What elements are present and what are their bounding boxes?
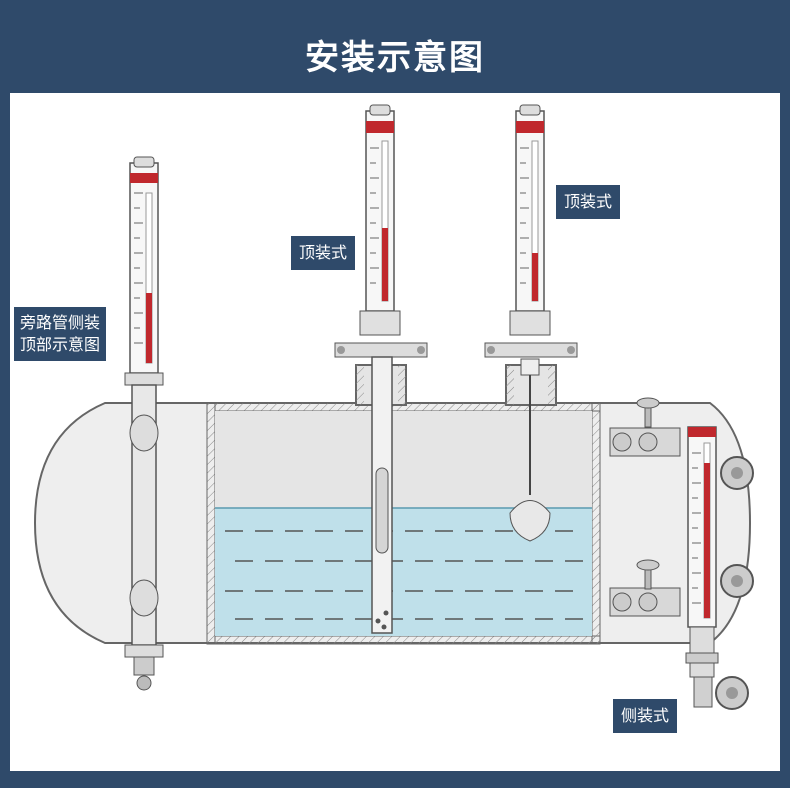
- top-gauge-a: [334, 104, 428, 634]
- side-gauge: [609, 397, 754, 710]
- tank-diagram: [33, 104, 754, 710]
- label-top-mount-b: 顶装式: [556, 185, 621, 219]
- label-bypass-side-mount: 旁路管侧装 顶部示意图: [14, 307, 107, 361]
- page-title: 安装示意图: [305, 38, 485, 78]
- label-bypass-line-2: 顶部示意图: [20, 335, 101, 354]
- bypass-gauge: [124, 156, 164, 691]
- label-top-mount-a: 顶装式: [291, 236, 356, 270]
- diagram-panel: 旁路管侧装 顶部示意图 顶装式 顶装式 侧装式: [10, 93, 780, 771]
- top-gauge-b: [484, 104, 578, 542]
- label-side-mount: 侧装式: [613, 699, 678, 733]
- label-bypass-line-1: 旁路管侧装: [20, 313, 101, 332]
